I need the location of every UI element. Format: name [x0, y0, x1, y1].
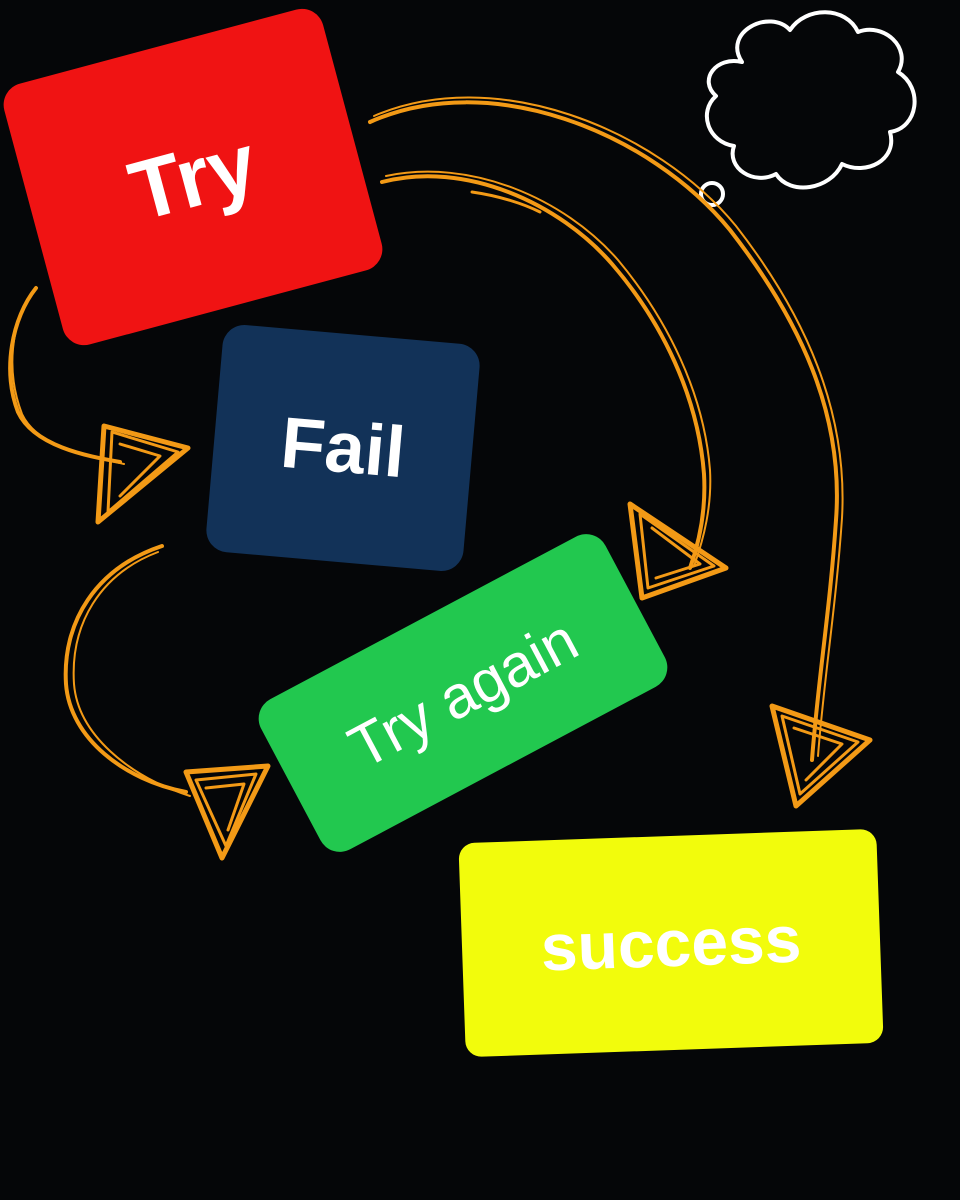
node-try-label: Try — [119, 114, 266, 239]
arrow-try-to-tryagain — [380, 170, 729, 601]
arrows-layer — [8, 96, 873, 861]
arrow-try-to-fail — [8, 286, 191, 525]
node-success-label: success — [539, 901, 803, 985]
node-fail: Fail — [204, 323, 482, 573]
arrow-try-to-success — [368, 96, 873, 809]
thought-cloud-icon — [699, 10, 917, 207]
arrow-fail-to-tryagain — [63, 544, 271, 861]
node-success: success — [458, 828, 884, 1058]
node-fail-label: Fail — [277, 402, 409, 494]
